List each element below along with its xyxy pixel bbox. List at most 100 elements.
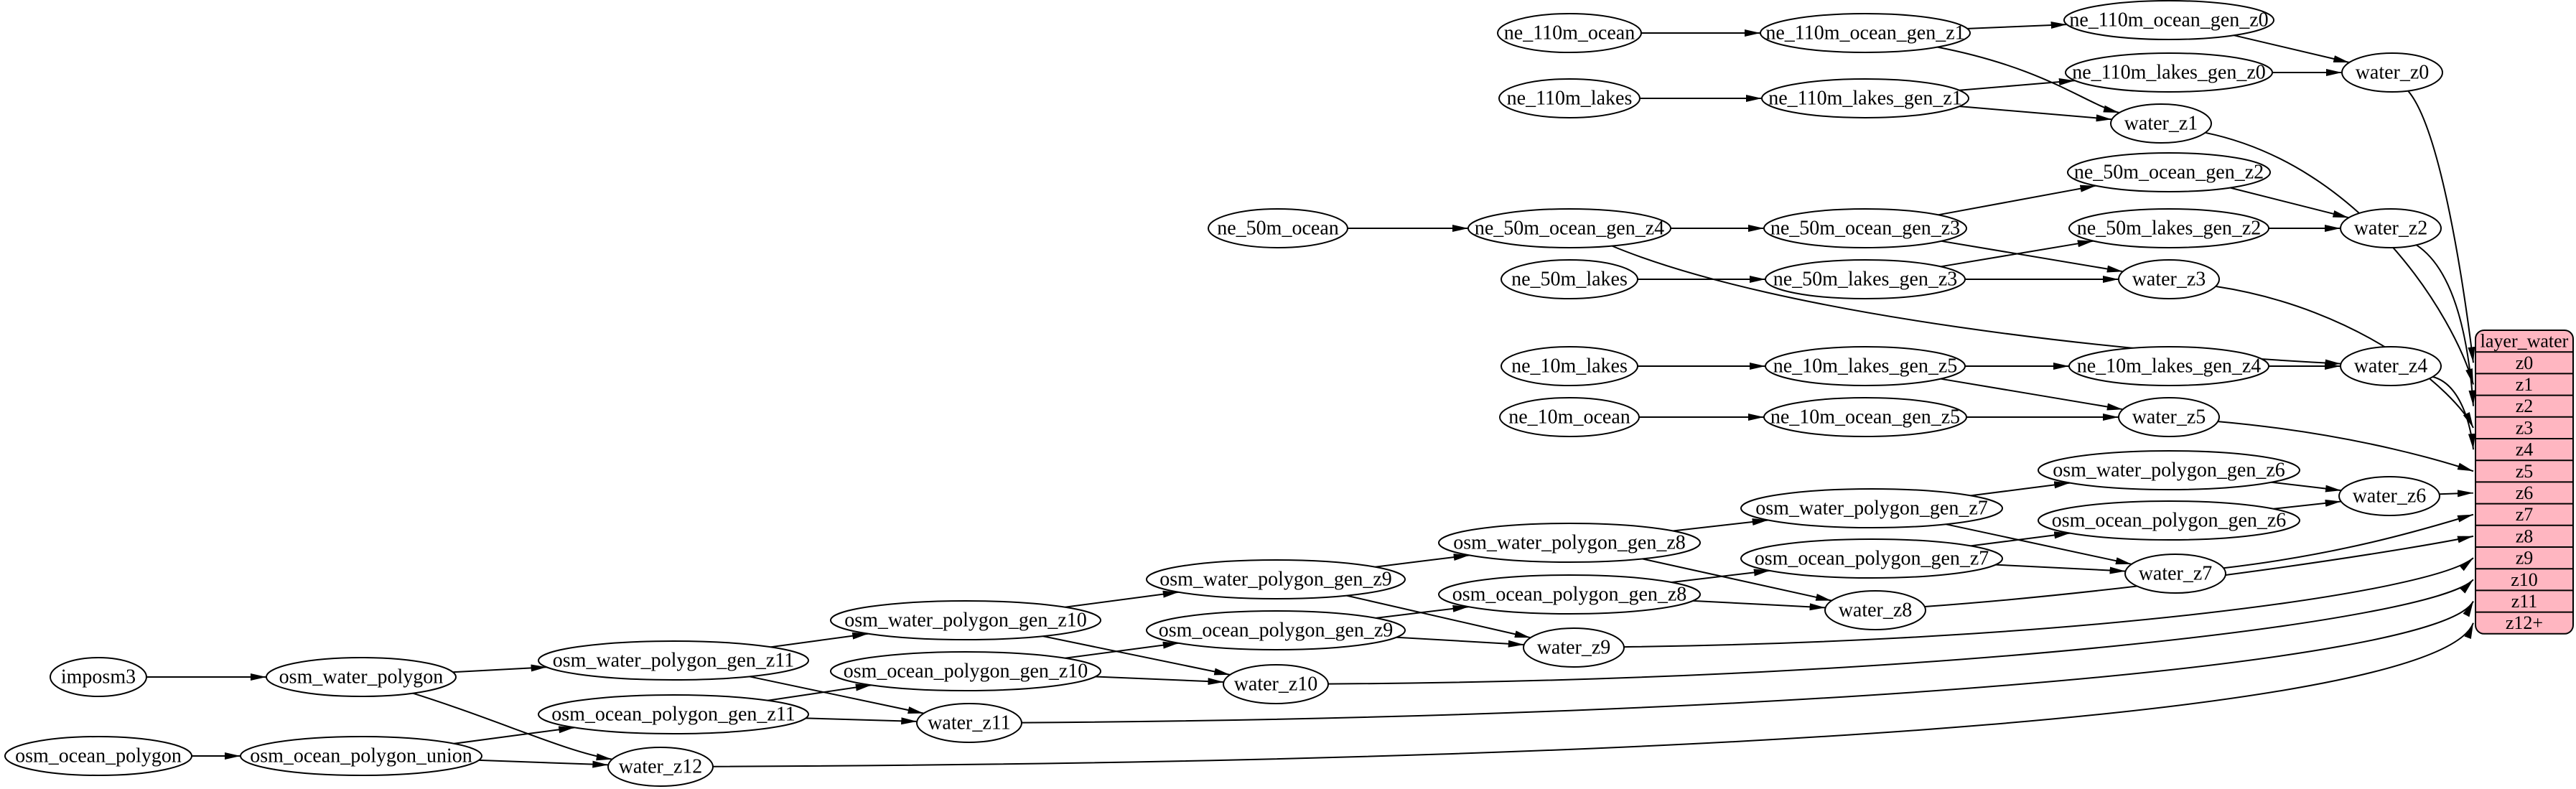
node-label: ne_110m_ocean_gen_z0	[2069, 9, 2268, 32]
graph-node-ne_110m_lakes_gen_z0: ne_110m_lakes_gen_z0	[2065, 52, 2273, 93]
node-label: osm_ocean_polygon_gen_z10	[844, 660, 1088, 683]
edge-osm_ocean_polygon_gen_z10-to-osm_ocean_polygon_gen_z9	[1065, 641, 1179, 659]
node-label: osm_ocean_polygon_gen_z11	[551, 704, 795, 726]
graph-node-water_z1: water_z1	[2110, 103, 2212, 144]
node-ellipse	[2063, 0, 2274, 40]
graph-node-osm_ocean_polygon_gen_z11: osm_ocean_polygon_gen_z11	[538, 694, 809, 734]
node-label: water_z5	[2132, 406, 2206, 429]
graph-node-water_z4: water_z4	[2340, 346, 2442, 386]
edge-ne_50m_ocean_gen_z2-to-water_z2	[2229, 187, 2349, 219]
graph-node-ne_50m_lakes_gen_z3: ne_50m_lakes_gen_z3	[1765, 259, 1966, 299]
edge-osm_water_polygon_gen_z7-to-water_z7	[1946, 523, 2132, 565]
node-label: water_z11	[928, 712, 1011, 734]
edge-osm_ocean_polygon_gen_z11-to-osm_ocean_polygon_gen_z10	[767, 683, 872, 701]
node-ellipse	[2065, 52, 2273, 93]
edge-osm_water_polygon_gen_z8-to-osm_water_polygon_gen_z7	[1673, 518, 1768, 532]
node-ellipse	[2038, 500, 2300, 541]
edge-osm_ocean_polygon_gen_z9-to-water_z9	[1396, 636, 1524, 648]
node-label: ne_50m_ocean_gen_z4	[1475, 218, 1664, 240]
graph-node-water_z12: water_z12	[607, 747, 714, 787]
graph-node-water_z3: water_z3	[2118, 259, 2220, 299]
node-ellipse	[1765, 259, 1966, 299]
node-ellipse	[1740, 538, 2003, 579]
edge-ne_110m_lakes_gen_z1-to-water_z1	[1959, 106, 2112, 122]
node-ellipse	[1438, 523, 1701, 563]
edge-osm_ocean_polygon_gen_z9-to-osm_ocean_polygon_gen_z8	[1376, 604, 1469, 619]
node-ellipse	[2068, 208, 2269, 248]
table-row-z0: z0	[2516, 353, 2534, 373]
node-ellipse	[2118, 259, 2220, 299]
edge-ne_50m_ocean_gen_z3-to-ne_50m_ocean_gen_z2	[1938, 185, 2096, 216]
edge-osm_ocean_polygon_gen_z8-to-water_z8	[1692, 599, 1826, 611]
graph-node-osm_water_polygon_gen_z6: osm_water_polygon_gen_z6	[2038, 450, 2300, 490]
node-label: ne_50m_lakes_gen_z3	[1773, 269, 1958, 291]
node-label: osm_ocean_polygon	[15, 745, 182, 767]
edge-osm_water_polygon_gen_z6-to-water_z6	[2271, 481, 2342, 492]
table-row-z9: z9	[2516, 548, 2534, 569]
graph-node-ne_10m_ocean: ne_10m_ocean	[1499, 397, 1640, 437]
node-ellipse	[1146, 559, 1406, 599]
node-label: osm_water_polygon_gen_z10	[844, 610, 1087, 632]
node-label: osm_ocean_polygon_union	[250, 745, 472, 767]
graph-node-ne_10m_lakes_gen_z4: ne_10m_lakes_gen_z4	[2068, 346, 2269, 386]
node-label: ne_110m_lakes	[1507, 88, 1633, 110]
edge-water_z5-to-layer_water-z5	[2218, 421, 2474, 472]
graph-node-osm_water_polygon_gen_z8: osm_water_polygon_gen_z8	[1438, 523, 1701, 563]
node-ellipse	[2038, 450, 2300, 490]
edge-osm_ocean_polygon_gen_z7-to-water_z7	[1995, 564, 2126, 574]
node-label: water_z2	[2354, 218, 2428, 240]
graph-node-osm_water_polygon_gen_z7: osm_water_polygon_gen_z7	[1740, 488, 2003, 528]
node-label: imposm3	[61, 666, 136, 688]
table-row-z4: z4	[2516, 439, 2534, 460]
node-label: ne_10m_lakes	[1511, 355, 1628, 378]
node-ellipse	[266, 657, 457, 697]
edge-osm_ocean_polygon_union-to-water_z12	[478, 759, 609, 768]
node-label: water_z4	[2354, 355, 2428, 378]
graph-node-osm_ocean_polygon_union: osm_ocean_polygon_union	[240, 736, 482, 776]
node-label: osm_water_polygon_gen_z6	[2053, 459, 2285, 482]
node-label: osm_water_polygon_gen_z8	[1453, 532, 1686, 554]
graph-node-ne_10m_lakes: ne_10m_lakes	[1501, 346, 1638, 386]
node-ellipse	[4, 736, 192, 776]
edge-osm_ocean_polygon_gen_z8-to-osm_ocean_polygon_gen_z7	[1671, 569, 1770, 584]
edge-water_z10-to-layer_water-z10	[1327, 579, 2474, 685]
edge-water_z4-to-layer_water-z4	[2432, 375, 2475, 450]
edge-osm_water_polygon_gen_z8-to-water_z8	[1642, 558, 1832, 602]
edge-water_z12-to-layer_water-z12+	[712, 622, 2474, 767]
graph-node-osm_water_polygon_gen_z11: osm_water_polygon_gen_z11	[538, 640, 809, 681]
node-label: osm_water_polygon	[279, 666, 444, 688]
graph-node-ne_10m_lakes_gen_z5: ne_10m_lakes_gen_z5	[1765, 346, 1966, 386]
node-label: ne_110m_lakes_gen_z1	[1768, 88, 1962, 110]
graph-node-osm_ocean_polygon_gen_z8: osm_ocean_polygon_gen_z8	[1438, 574, 1701, 615]
node-ellipse	[1760, 13, 1971, 53]
graph-node-water_z2: water_z2	[2340, 208, 2442, 248]
node-ellipse	[2340, 346, 2442, 386]
node-label: osm_water_polygon_gen_z11	[553, 650, 794, 672]
table-row-z2: z2	[2516, 396, 2534, 416]
graph-node-water_z0: water_z0	[2341, 52, 2443, 93]
node-label: water_z1	[2124, 113, 2198, 135]
node-label: osm_ocean_polygon_gen_z7	[1755, 548, 1989, 570]
table-row-z6: z6	[2516, 482, 2534, 503]
graph-node-ne_50m_ocean_gen_z3: ne_50m_ocean_gen_z3	[1763, 208, 1967, 248]
node-ellipse	[1498, 78, 1641, 118]
node-label: osm_water_polygon_gen_z9	[1159, 569, 1392, 591]
node-ellipse	[1761, 78, 1969, 118]
node-ellipse	[1467, 208, 1671, 248]
edge-water_z7-to-layer_water-z7	[2223, 513, 2474, 569]
node-label: ne_10m_lakes_gen_z4	[2077, 355, 2262, 378]
node-ellipse	[1223, 664, 1329, 704]
edge-osm_water_polygon_gen_z9-to-water_z9	[1346, 594, 1531, 639]
node-label: ne_50m_lakes	[1511, 269, 1628, 291]
table-row-z8: z8	[2516, 526, 2534, 546]
edge-osm_water_polygon_gen_z9-to-osm_water_polygon_gen_z8	[1375, 554, 1470, 568]
edge-osm_ocean_polygon_union-to-osm_ocean_polygon_gen_z11	[454, 726, 575, 744]
node-label: water_z9	[1537, 637, 1611, 659]
node-ellipse	[1501, 346, 1638, 386]
node-ellipse	[1765, 346, 1966, 386]
edge-ne_50m_lakes_gen_z3-to-ne_50m_lakes_gen_z2	[1941, 240, 2094, 268]
graph-node-water_z11: water_z11	[916, 703, 1022, 743]
edge-water_z9-to-layer_water-z9	[1623, 557, 2474, 648]
